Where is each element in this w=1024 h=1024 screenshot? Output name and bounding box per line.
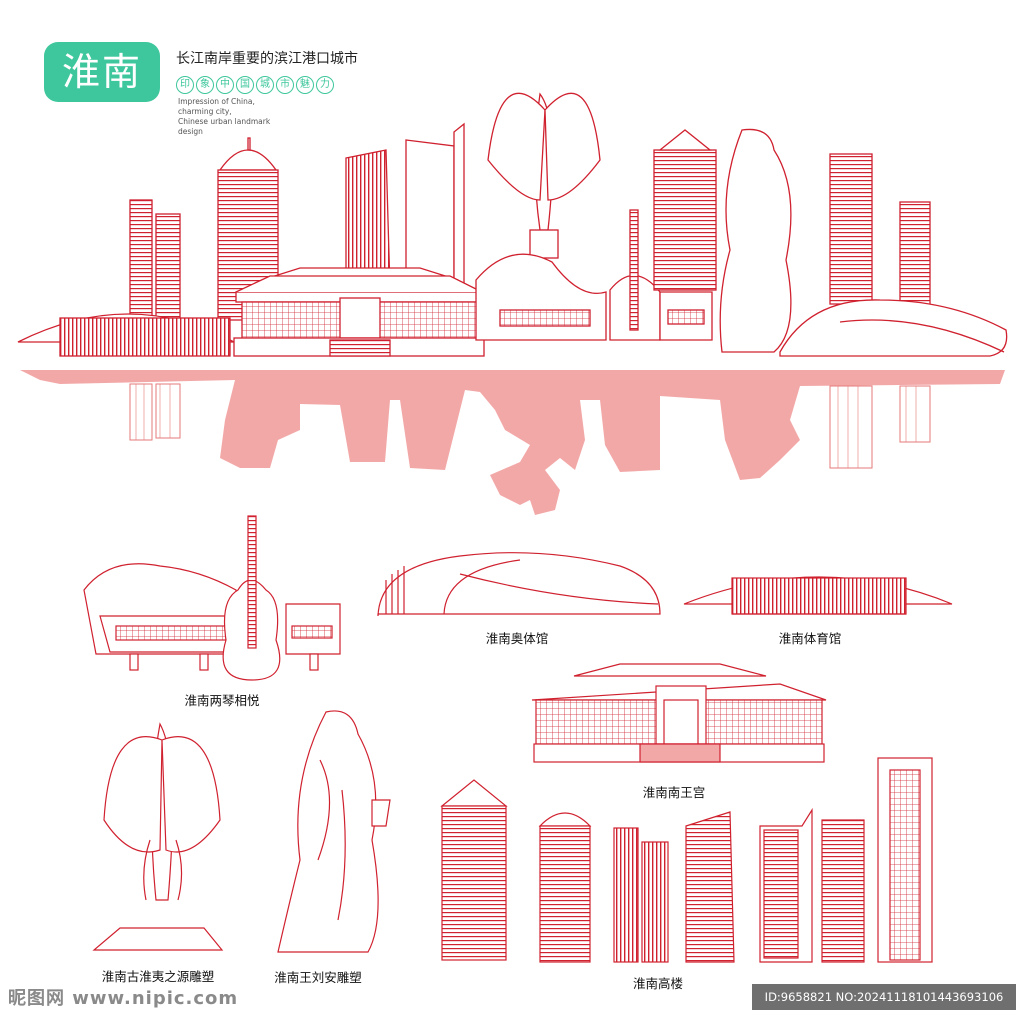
caption-liuan: 淮南王刘安雕塑 — [274, 970, 362, 985]
caption-towers: 淮南高楼 — [632, 976, 684, 991]
caption-gym: 淮南体育馆 — [778, 631, 842, 646]
palace — [531, 663, 827, 763]
olympic-center — [377, 552, 661, 617]
origin-sculpture — [92, 722, 224, 951]
headline: 长江南岸重要的滨江港口城市 — [176, 51, 358, 67]
chip: 力 — [316, 76, 334, 94]
chip: 中 — [216, 76, 234, 94]
chip: 市 — [276, 76, 294, 94]
gymnasium — [683, 576, 953, 615]
chip: 城 — [256, 76, 274, 94]
skyline — [17, 92, 1008, 357]
tower-reflections — [129, 383, 931, 469]
chip: 魅 — [296, 76, 314, 94]
chip: 国 — [236, 76, 254, 94]
chip-row: 印 象 中 国 城 市 魅 力 — [176, 76, 334, 94]
image-id-bar: ID:9658821 NO:20241118101443693106 — [752, 984, 1016, 1010]
watermark: 昵图网 www.nipic.com — [8, 988, 239, 1009]
caption-olympic: 淮南奥体馆 — [485, 631, 549, 646]
english-line: Impression of China, — [178, 97, 255, 106]
english-line: Chinese urban landmark — [178, 117, 271, 126]
caption-qin: 淮南两琴相悦 — [184, 693, 260, 708]
liuan-sculpture — [277, 710, 391, 953]
english-line: design — [178, 127, 203, 136]
tall-buildings — [440, 757, 933, 963]
english-subtitle: Impression of China, charming city, Chin… — [178, 97, 278, 137]
city-badge: 淮南 — [44, 42, 160, 102]
english-line: charming city, — [178, 107, 232, 116]
chip: 印 — [176, 76, 194, 94]
qin-building — [83, 515, 341, 681]
chip: 象 — [196, 76, 214, 94]
caption-sculpture: 淮南古淮夷之源雕塑 — [101, 969, 215, 984]
caption-palace: 淮南南王宫 — [642, 785, 706, 800]
skyline-reflection — [20, 370, 1005, 515]
